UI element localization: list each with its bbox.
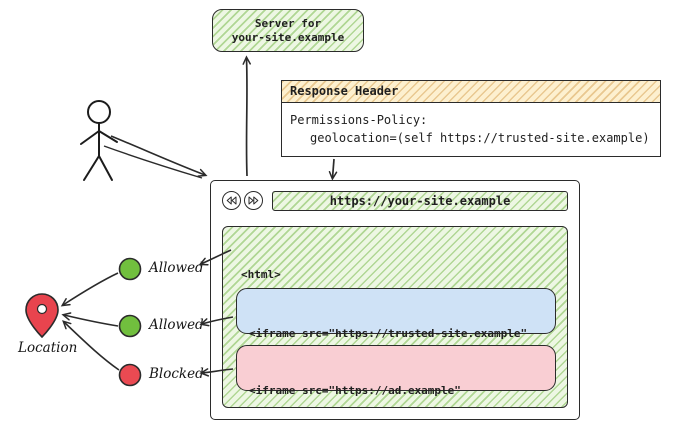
code-line-html: <html>: [241, 268, 281, 281]
arrow-person-to-browser-secondary: [103, 145, 203, 179]
stick-figure-user: [80, 100, 118, 181]
allowed-label-middle: Allowed: [149, 317, 204, 333]
page-content: <html> // your-site.example code <iframe…: [222, 226, 568, 408]
browser-window: https://your-site.example <html> // your…: [210, 180, 580, 420]
iframe-ad-line1: <iframe src="https://ad.example": [249, 384, 461, 397]
server-label-line2: your-site.example: [231, 30, 345, 44]
fast-forward-icon: [248, 196, 259, 205]
blocked-dot: [118, 363, 142, 387]
arrow-allowed-middle-to-pin: [61, 312, 119, 327]
iframe-trusted-box: <iframe src="https://trusted-site.exampl…: [236, 288, 556, 385]
iframe-trusted-line1: <iframe src="https://trusted-site.exampl…: [249, 327, 528, 340]
stick-figure-arm-right: [98, 130, 118, 143]
policy-line2: geolocation=(self https://trusted-site.e…: [310, 131, 650, 145]
location-label: Location: [18, 340, 78, 356]
response-header-body: Permissions-Policy: geolocation=(self ht…: [282, 103, 660, 156]
iframe-ad-box: <iframe src="https://ad.example" allow="…: [236, 345, 556, 397]
url-text: https://your-site.example: [329, 194, 511, 208]
blocked-label: Blocked: [149, 366, 204, 382]
url-bar: https://your-site.example: [272, 191, 568, 211]
allowed-dot-middle: [118, 314, 142, 338]
arrow-person-to-browser: [110, 135, 208, 177]
server-box: Server for your-site.example: [212, 9, 364, 52]
allowed-dot-top: [118, 257, 142, 281]
response-header-title: Response Header: [282, 81, 660, 103]
location-pin-icon: [25, 293, 59, 338]
response-header-box: Response Header Permissions-Policy: geol…: [281, 80, 661, 157]
policy-line1: Permissions-Policy:: [290, 113, 428, 127]
arrow-header-to-browser: [328, 158, 338, 181]
rewind-icon: [226, 196, 237, 205]
server-label-line1: Server for: [254, 16, 322, 30]
stick-figure-leg-left: [83, 155, 100, 181]
forward-button: [244, 191, 263, 210]
stick-figure-arm-left: [80, 130, 100, 145]
arrow-allowed-top-to-pin: [60, 272, 119, 307]
arrow-browser-to-server: [242, 55, 251, 177]
allowed-label-top: Allowed: [149, 260, 204, 276]
stick-figure-head: [87, 100, 111, 124]
stick-figure-leg-right: [98, 155, 113, 181]
back-button: [222, 191, 241, 210]
